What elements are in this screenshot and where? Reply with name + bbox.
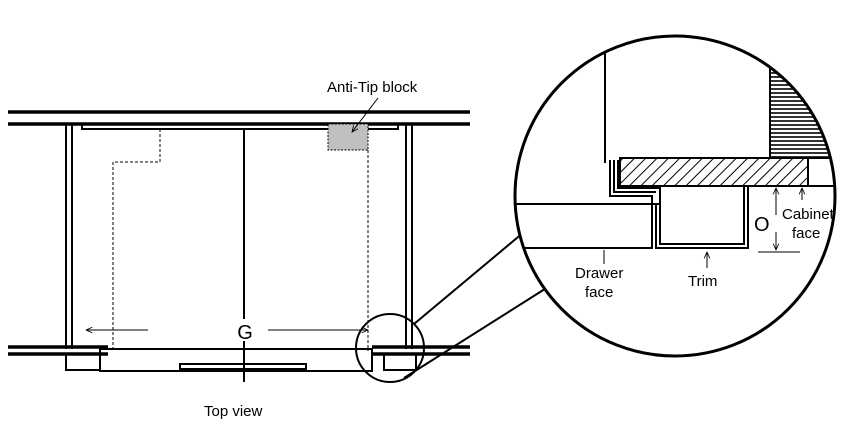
- zoom-detail: O Cabinet face Drawer face Trim: [513, 34, 837, 358]
- zoom-circle: [513, 34, 837, 358]
- trim-channel: [655, 186, 749, 249]
- cabinet-face-label-line1: Cabinet: [782, 206, 835, 223]
- drawer-face: [99, 348, 373, 372]
- drawer-handle: [179, 363, 307, 370]
- cabinet-side-block: [769, 36, 831, 159]
- detail-callout-circle: [355, 313, 425, 383]
- trim-label: Trim: [688, 273, 717, 290]
- dimension-g-label: G: [237, 322, 253, 344]
- drawer-face-label-line2: face: [585, 284, 613, 301]
- drawer-face-label-line1: Drawer: [575, 265, 623, 282]
- top-view: G Anti-Tip block Top view: [8, 79, 470, 420]
- top-rear-ledge: [81, 123, 399, 130]
- anti-tip-block: [327, 123, 369, 151]
- zoom-connector-bottom: [403, 286, 549, 379]
- appliance-outline: [112, 129, 369, 351]
- anti-tip-label: Anti-Tip block: [327, 79, 418, 96]
- cabinet-face-hatched: [619, 157, 809, 187]
- cabinet-face-label-line2: face: [792, 225, 820, 242]
- right-trim: [383, 354, 417, 371]
- left-trim: [65, 354, 101, 371]
- top-view-caption: Top view: [204, 403, 263, 420]
- anti-tip-leader: [352, 97, 379, 132]
- drawer-face-section: [515, 203, 653, 249]
- dimension-o-label: O: [754, 214, 770, 236]
